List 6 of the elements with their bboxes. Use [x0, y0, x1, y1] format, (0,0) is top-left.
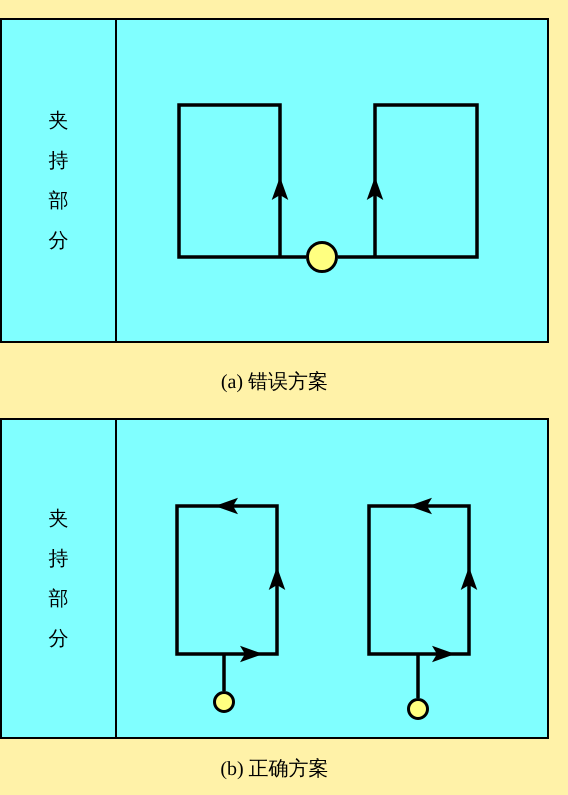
figure-label: (a) 错误方案 [220, 372, 328, 392]
panel-box [0, 18, 549, 343]
panel-box [0, 418, 549, 739]
vertical-label: 夹持部分 [48, 108, 68, 254]
vertical-label: 夹持部分 [48, 506, 68, 652]
figure-label: (b) 正确方案 [220, 759, 329, 779]
